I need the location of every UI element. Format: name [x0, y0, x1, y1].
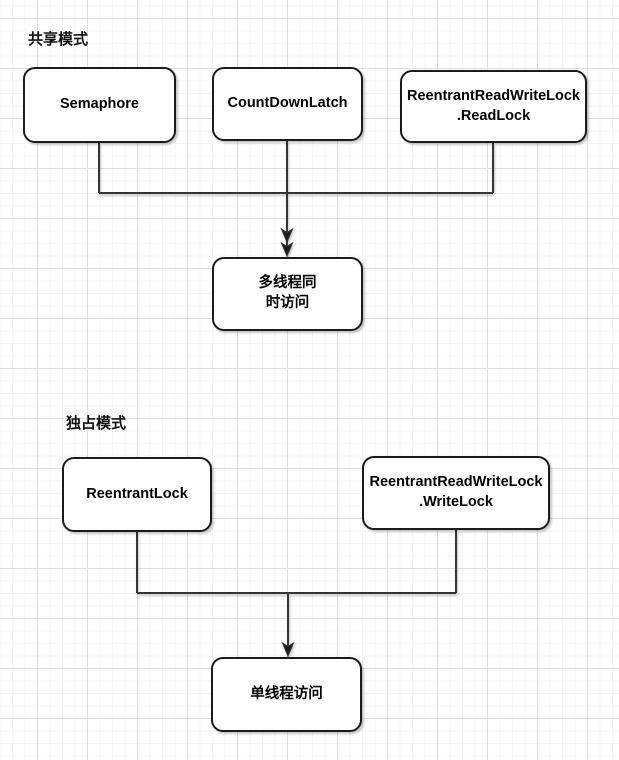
node-multi-thread-access: 多线程同 时访问: [212, 257, 363, 331]
node-label: CountDownLatch: [227, 95, 348, 112]
node-reentrantlock: ReentrantLock: [62, 457, 212, 532]
section-title-exclusive-mode: 独占模式: [66, 415, 127, 432]
node-label: 单线程访问: [250, 685, 323, 702]
node-label: ReentrantReadWriteLock .WriteLock: [369, 474, 543, 510]
section-title-shared-mode: 共享模式: [28, 31, 89, 48]
node-label: 多线程同 时访问: [258, 275, 317, 311]
node-label: ReentrantLock: [86, 485, 188, 502]
arrowhead-shared-lower-icon: [280, 241, 294, 258]
node-countdownlatch: CountDownLatch: [212, 67, 363, 141]
node-single-thread-access: 单线程访问: [211, 657, 362, 732]
node-label: ReentrantReadWriteLock .ReadLock: [407, 87, 580, 124]
arrowhead-shared-upper-icon: [280, 227, 294, 244]
node-reentrantreadwritelock-writelock: ReentrantReadWriteLock .WriteLock: [362, 456, 550, 530]
arrowhead-exclusive-icon: [281, 641, 295, 658]
node-semaphore: Semaphore: [23, 67, 176, 143]
node-reentrantreadwritelock-readlock: ReentrantReadWriteLock .ReadLock: [400, 70, 587, 143]
node-label: Semaphore: [60, 96, 139, 113]
